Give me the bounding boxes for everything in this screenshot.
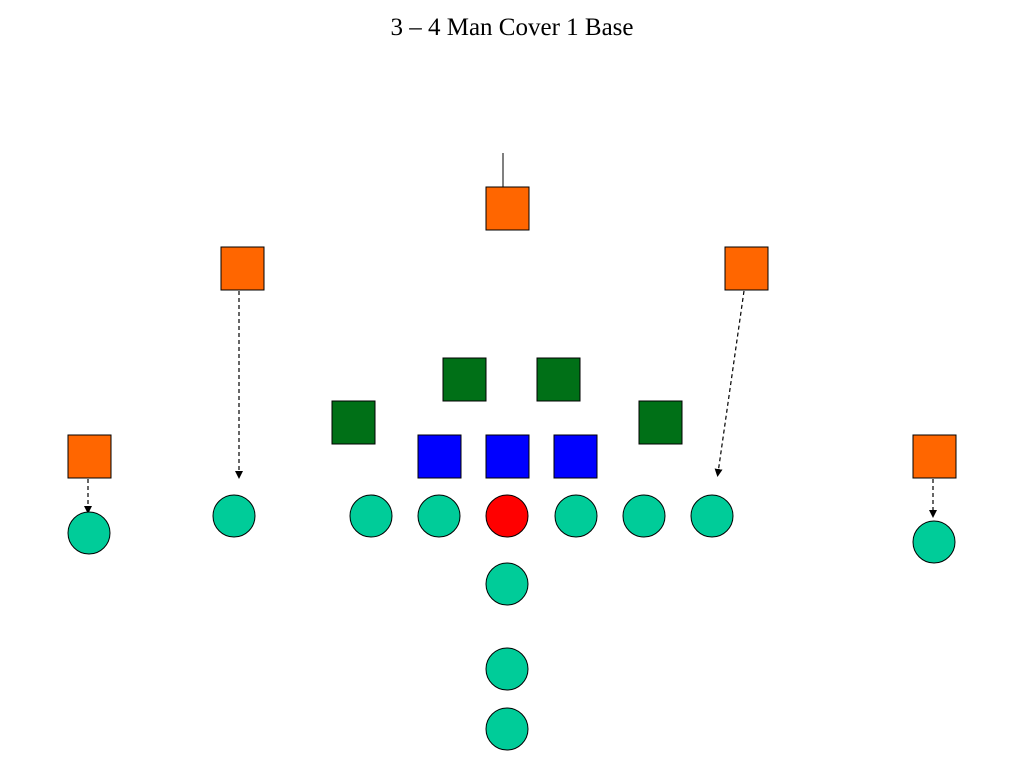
defensive-lineman-icon <box>417 434 462 479</box>
offensive-player-icon <box>912 520 956 564</box>
offensive-player-icon <box>554 494 598 538</box>
linebacker-icon <box>442 357 487 402</box>
center-icon <box>485 494 529 538</box>
defensive-lineman-icon <box>485 434 530 479</box>
page-title: 3 – 4 Man Cover 1 Base <box>390 14 634 41</box>
offensive-player-icon <box>349 494 393 538</box>
linebacker-icon <box>638 400 683 445</box>
offensive-player-icon <box>417 494 461 538</box>
offensive-player-icon <box>212 494 256 538</box>
offensive-player-icon <box>690 494 734 538</box>
offensive-player-icon <box>485 707 529 751</box>
defensive-lineman-icon <box>553 434 598 479</box>
defensive-back-icon <box>220 246 265 291</box>
offensive-player-icon <box>485 562 529 606</box>
defensive-back-icon <box>724 246 769 291</box>
offensive-player-icon <box>485 647 529 691</box>
defensive-back-icon <box>912 434 957 479</box>
defensive-back-icon <box>67 434 112 479</box>
offensive-player-icon <box>622 494 666 538</box>
coverage-arrow-right-corner <box>714 290 745 477</box>
defensive-back-icon <box>485 186 530 231</box>
linebacker-icon <box>536 357 581 402</box>
linebacker-icon <box>331 400 376 445</box>
offensive-player-icon <box>67 511 111 555</box>
